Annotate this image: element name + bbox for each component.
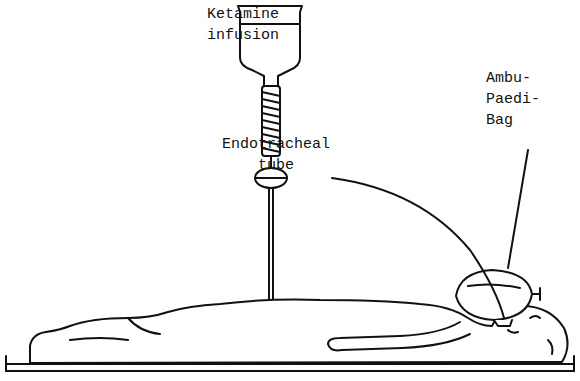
endotracheal-tube	[332, 178, 504, 318]
infusion-label: Ketamine infusion	[207, 4, 279, 46]
leader-line	[508, 150, 528, 268]
tube-label: Endotracheal tube	[222, 134, 330, 176]
bag-label: Ambu- Paedi- Bag	[486, 68, 540, 131]
